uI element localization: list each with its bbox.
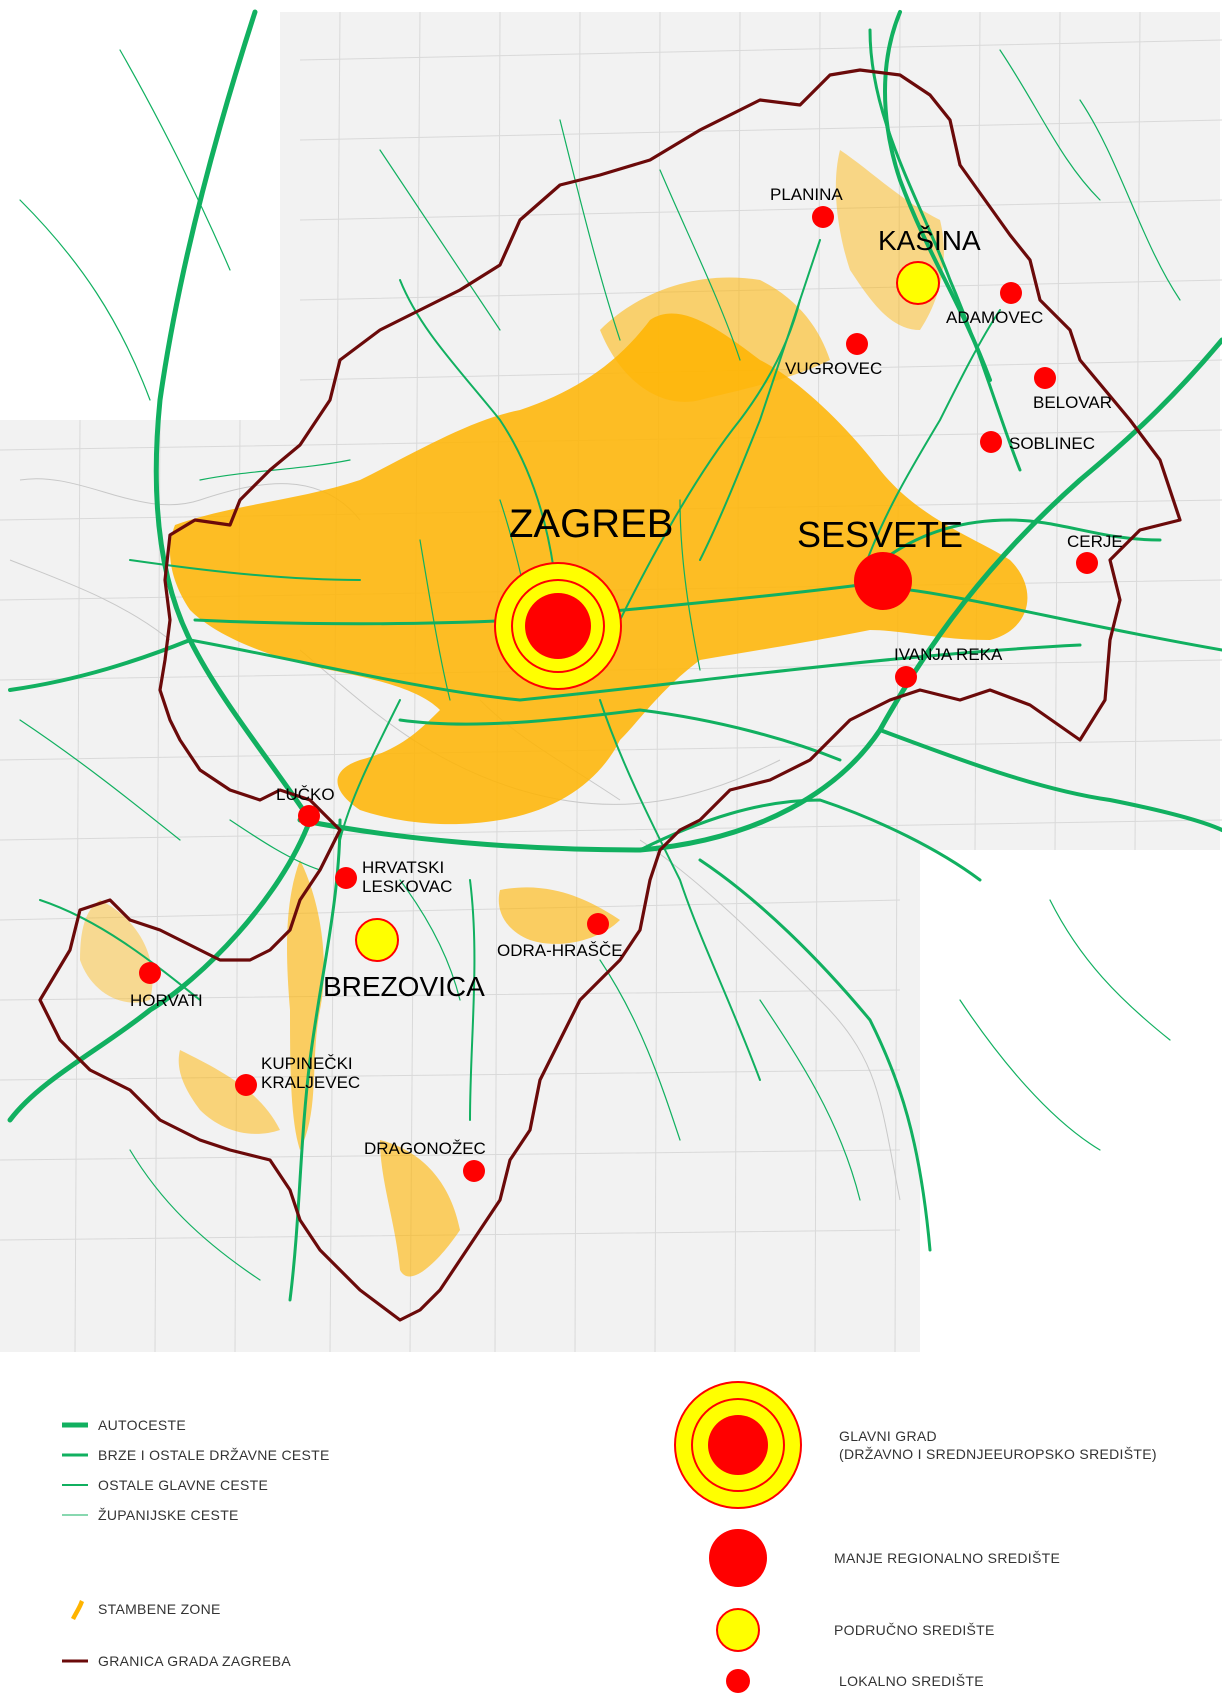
label-sesvete: SESVETE xyxy=(797,514,963,555)
legend-regional: MANJE REGIONALNO SREDIŠTE xyxy=(708,1528,1060,1588)
label-vugrovec: VUGROVEC xyxy=(785,359,882,378)
label-lucko: LUČKO xyxy=(276,785,335,804)
marker-zagreb xyxy=(494,562,622,690)
road-network xyxy=(7,9,1222,1302)
residential-zone-icon xyxy=(71,1600,84,1620)
marker-odra-hrasce xyxy=(587,913,609,935)
label-leskovac: LESKOVAC xyxy=(362,877,452,896)
label-brezovica: BREZOVICA xyxy=(323,971,485,1002)
legend-motorway-label: AUTOCESTE xyxy=(98,1417,187,1433)
legend-regional-label: MANJE REGIONALNO SREDIŠTE xyxy=(834,1550,1061,1566)
label-kasina: KAŠINA xyxy=(878,225,981,256)
marker-lucko xyxy=(298,805,320,827)
legend-county-road-label: ŽUPANIJSKE CESTE xyxy=(98,1507,239,1523)
marker-sesvete xyxy=(854,552,912,610)
legend-main-road: OSTALE GLAVNE CESTE xyxy=(62,1476,268,1494)
label-soblinec: SOBLINEC xyxy=(1009,434,1095,453)
legend-local-label: LOKALNO SREDIŠTE xyxy=(839,1673,984,1689)
map-legend: AUTOCESTE BRZE I OSTALE DRŽAVNE CESTE OS… xyxy=(0,1380,1222,1697)
map-labels: ZAGREB SESVETE KAŠINA BREZOVICA PLANINA … xyxy=(130,185,1123,1158)
label-adamovec: ADAMOVEC xyxy=(946,308,1043,327)
legend-county-road: ŽUPANIJSKE CESTE xyxy=(62,1506,239,1524)
marker-horvati xyxy=(139,962,161,984)
main-road-line-icon xyxy=(62,1484,88,1486)
legend-local: LOKALNO SREDIŠTE xyxy=(725,1668,984,1694)
legend-residential: STAMBENE ZONE xyxy=(62,1598,221,1620)
marker-vugrovec xyxy=(846,333,868,355)
marker-hrvatski-leskovac xyxy=(335,867,357,889)
capital-symbol-icon xyxy=(674,1381,802,1509)
settlement-markers xyxy=(139,206,1098,1182)
label-kupinecki: KUPINEČKI xyxy=(261,1054,353,1073)
legend-capital-line2: (DRŽAVNO I SREDNJEEUROPSKO SREDIŠTE) xyxy=(839,1446,1157,1462)
legend-state-road-label: BRZE I OSTALE DRŽAVNE CESTE xyxy=(98,1447,330,1463)
county-road-line-icon xyxy=(62,1514,88,1516)
label-dragonozec: DRAGONOŽEC xyxy=(364,1139,486,1158)
legend-capital-line1: GLAVNI GRAD xyxy=(839,1428,937,1444)
marker-cerje xyxy=(1076,552,1098,574)
legend-area-label: PODRUČNO SREDIŠTE xyxy=(834,1622,995,1638)
legend-boundary: GRANICA GRADA ZAGREBA xyxy=(62,1652,291,1670)
label-zagreb: ZAGREB xyxy=(509,502,673,546)
marker-ivanja-reka xyxy=(895,666,917,688)
local-center-icon xyxy=(726,1669,750,1693)
marker-soblinec xyxy=(980,431,1002,453)
legend-state-road: BRZE I OSTALE DRŽAVNE CESTE xyxy=(62,1446,330,1464)
marker-belovar xyxy=(1034,367,1056,389)
label-kraljevec: KRALJEVEC xyxy=(261,1073,360,1092)
motorway-line-icon xyxy=(62,1422,88,1428)
label-belovar: BELOVAR xyxy=(1033,393,1112,412)
marker-dragonozec xyxy=(463,1160,485,1182)
marker-adamovec xyxy=(1000,282,1022,304)
legend-capital-label: GLAVNI GRAD (DRŽAVNO I SREDNJEEUROPSKO S… xyxy=(839,1427,1157,1463)
regional-center-icon xyxy=(709,1529,767,1587)
marker-planina xyxy=(812,206,834,228)
legend-residential-label: STAMBENE ZONE xyxy=(98,1601,221,1617)
boundary-line-icon xyxy=(62,1659,88,1663)
marker-kupinecki-kraljevec xyxy=(235,1074,257,1096)
state-road-line-icon xyxy=(62,1453,88,1457)
label-horvati: HORVATI xyxy=(130,991,203,1010)
legend-boundary-label: GRANICA GRADA ZAGREBA xyxy=(98,1653,292,1669)
label-planina: PLANINA xyxy=(770,185,843,204)
label-ivanja-reka: IVANJA REKA xyxy=(894,645,1003,664)
label-odra-hrasce: ODRA-HRAŠČE xyxy=(497,941,623,960)
label-cerje: CERJE xyxy=(1067,532,1123,551)
label-hrvatski: HRVATSKI xyxy=(362,858,444,877)
legend-area: PODRUČNO SREDIŠTE xyxy=(715,1607,995,1653)
area-center-icon xyxy=(716,1608,760,1652)
legend-main-road-label: OSTALE GLAVNE CESTE xyxy=(98,1477,269,1493)
marker-brezovica xyxy=(355,918,399,962)
legend-capital: GLAVNI GRAD (DRŽAVNO I SREDNJEEUROPSKO S… xyxy=(673,1380,1157,1510)
legend-motorway: AUTOCESTE xyxy=(62,1416,186,1434)
map-canvas: ZAGREB SESVETE KAŠINA BREZOVICA PLANINA … xyxy=(0,9,1222,1353)
marker-kasina xyxy=(896,261,940,305)
city-boundary xyxy=(38,68,1182,1322)
